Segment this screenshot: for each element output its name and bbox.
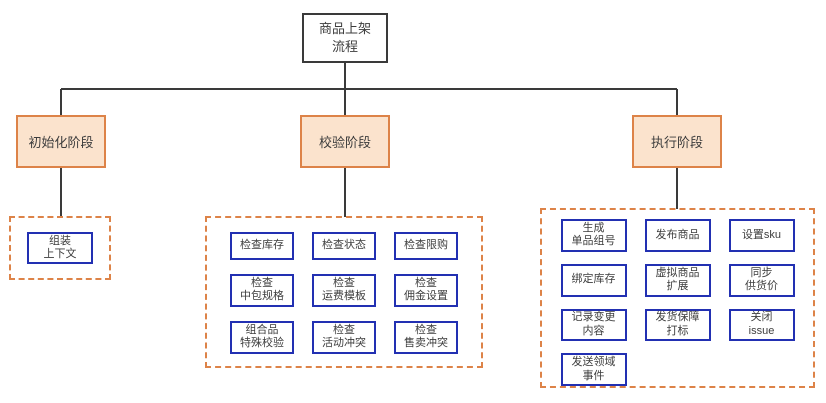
- group-validation-tasks: 检查库存 检查状态 检查限购 检查 中包规格 检查 运费模板 检查 佣金设置 组…: [205, 216, 483, 368]
- node-bind-inventory: 绑定库存: [560, 263, 627, 297]
- node-check-sale-conflict: 检查 售卖冲突: [394, 320, 458, 354]
- group-initialization-tasks: 组装 上下文: [9, 216, 111, 280]
- node-send-domain-event: 发送领域 事件: [560, 353, 627, 386]
- node-check-activity-conflict: 检查 活动冲突: [312, 320, 376, 354]
- phase-node-validation: 校验阶段: [300, 115, 390, 168]
- node-sync-supply-price: 同步 供货价: [728, 263, 795, 297]
- phase-node-execution: 执行阶段: [632, 115, 722, 168]
- node-combo-special-validation: 组合品 特殊校验: [230, 320, 294, 354]
- node-close-issue: 关闭 issue: [728, 308, 795, 342]
- node-assemble-context: 组装 上下文: [27, 231, 93, 265]
- node-check-status: 检查状态: [312, 232, 376, 260]
- node-shipping-guarantee-tag: 发货保障 打标: [644, 308, 711, 342]
- node-check-shipping-template: 检查 运费模板: [312, 274, 376, 307]
- node-check-purchase-limit: 检查限购: [394, 232, 458, 260]
- phase-node-initialization: 初始化阶段: [16, 115, 106, 168]
- node-check-inner-pack-spec: 检查 中包规格: [230, 274, 294, 307]
- node-generate-item-group-no: 生成 单品组号: [560, 219, 627, 252]
- node-publish-product: 发布商品: [644, 219, 711, 252]
- group-execution-tasks: 生成 单品组号 发布商品 设置sku 绑定库存 虚拟商品 扩展 同步 供货价 记…: [540, 208, 815, 388]
- node-record-change-content: 记录变更 内容: [560, 308, 627, 342]
- node-check-commission-setting: 检查 佣金设置: [394, 274, 458, 307]
- node-virtual-product-extension: 虚拟商品 扩展: [644, 263, 711, 297]
- node-check-inventory: 检查库存: [230, 232, 294, 260]
- root-node-product-listing-flow: 商品上架 流程: [302, 13, 388, 63]
- node-set-sku: 设置sku: [728, 219, 795, 252]
